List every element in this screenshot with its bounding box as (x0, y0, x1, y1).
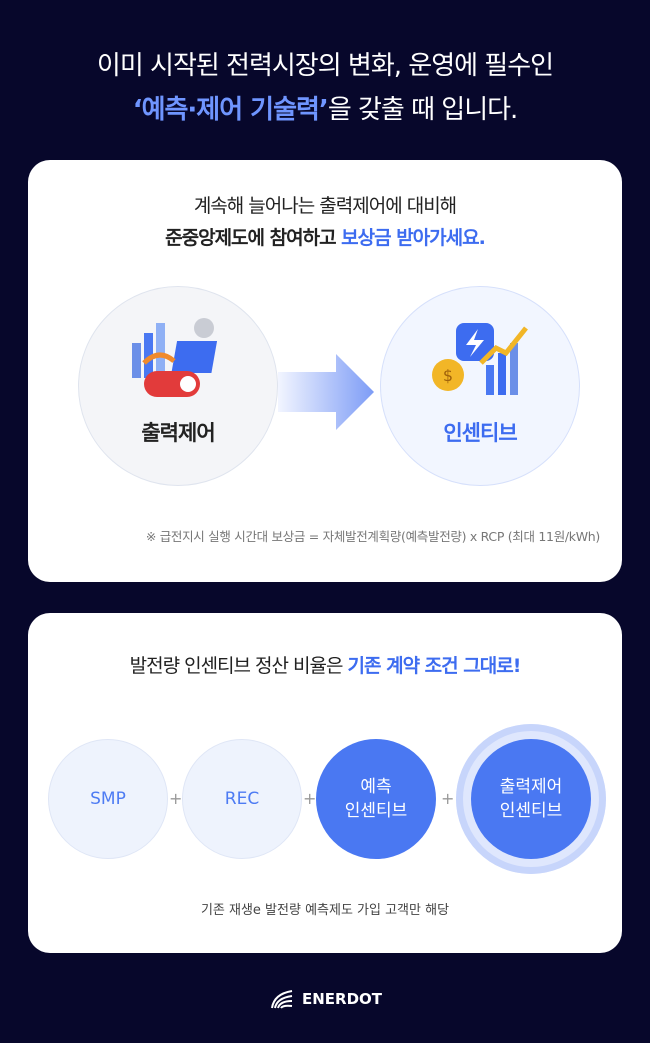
solar-switch-icon (132, 318, 218, 397)
money-chart-icon: $ (432, 323, 528, 395)
card1-line1: 계속해 늘어나는 출력제어에 대비해 (193, 195, 457, 217)
headline-highlight: ‘예측·제어 기술력’ (132, 95, 329, 125)
card2-title-blue: 기존 계약 조건 그대로! (347, 655, 522, 677)
incentive-circle: $ 인센티브 (380, 286, 580, 486)
enerdot-logo-icon (270, 990, 293, 1009)
smp-circle: SMP (48, 739, 168, 859)
rec-circle: REC (182, 739, 302, 859)
card1-title: 계속해 늘어나는 출력제어에 대비해 준중앙제도에 참여하고 보상금 받아가세요… (28, 190, 622, 254)
arrow-right-icon (278, 354, 374, 430)
settlement-card: 발전량 인센티브 정산 비율은 기존 계약 조건 그대로! SMP + REC … (28, 613, 622, 953)
forecast-incentive-circle: 예측 인센티브 (316, 739, 436, 859)
plus-sign: + (303, 789, 317, 808)
enerdot-logo: ENERDOT (0, 988, 650, 1010)
card1-line2-blue: 보상금 받아가세요. (341, 227, 486, 249)
card1-line2-bold: 준중앙제도에 참여하고 (165, 227, 342, 249)
logo-text: ENERDOT (301, 990, 383, 1008)
compensation-note: ※ 급전지시 실행 시간대 보상금 = 자체발전계획량(예측발전량) x RCP… (145, 529, 600, 544)
headline-rest: 을 갖출 때 입니다. (327, 95, 518, 125)
card2-title: 발전량 인센티브 정산 비율은 기존 계약 조건 그대로! (28, 651, 622, 678)
output-control-label: 출력제어 (141, 421, 215, 445)
plus-sign: + (441, 789, 455, 808)
headline-line1: 이미 시작된 전력시장의 변화, 운영에 필수인 (96, 51, 554, 81)
output-control-card: 계속해 늘어나는 출력제어에 대비해 준중앙제도에 참여하고 보상금 받아가세요… (28, 160, 622, 582)
plus-sign: + (169, 789, 183, 808)
eligibility-note: 기존 재생e 발전량 예측제도 가입 고객만 해당 (200, 903, 450, 918)
headline: 이미 시작된 전력시장의 변화, 운영에 필수인 ‘예측·제어 기술력’을 갖출… (0, 44, 650, 132)
incentive-label: 인센티브 (443, 421, 517, 445)
svg-text:$: $ (443, 366, 453, 385)
output-control-circle: 출력제어 (78, 286, 278, 486)
card2-title-text: 발전량 인센티브 정산 비율은 (129, 655, 348, 677)
headline-line2: ‘예측·제어 기술력’을 갖출 때 입니다. (0, 88, 650, 132)
control-incentive-circle: 출력제어 인센티브 (471, 739, 591, 859)
